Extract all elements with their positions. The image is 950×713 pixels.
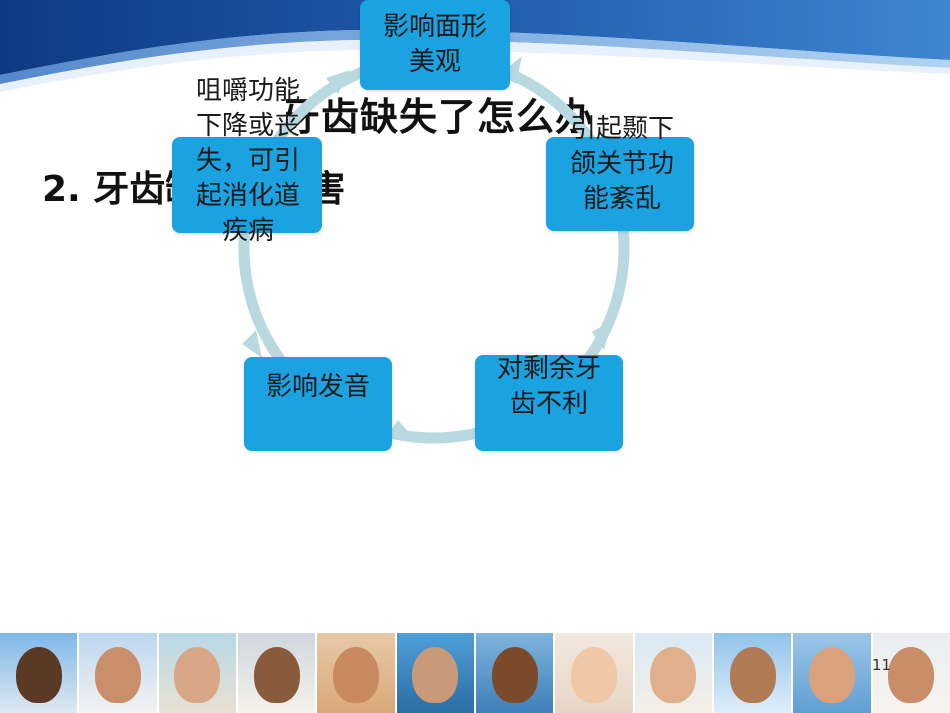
woman-smiling-photo	[872, 633, 950, 713]
cycle-node-bottom-left-label: 影响发音	[266, 372, 371, 402]
smiling-woman-photo	[158, 633, 236, 713]
page-number: 11	[872, 656, 892, 674]
group-photo	[317, 633, 395, 713]
man-photo	[237, 633, 316, 713]
cycle-node-right-label: 引起颞下颌关节功能紊乱	[570, 114, 675, 214]
children-photo	[634, 633, 712, 713]
women-photo	[793, 633, 871, 713]
cycle-node-bottom-right	[475, 355, 623, 451]
cycle-node-left-label: 咀嚼功能下降或丧失，可引起消化道疾病	[196, 76, 301, 246]
cycle-node-right	[546, 137, 694, 231]
cycle-node-left	[172, 137, 322, 233]
header-wave-banner	[0, 0, 950, 92]
family-photo	[713, 633, 792, 713]
cycle-node-bottom-right-label: 对剩余牙齿不利	[497, 354, 602, 419]
slide-title: 牙齿缺失了怎么办	[282, 95, 595, 139]
baby-photo	[555, 633, 633, 713]
cycle-node-bottom-left	[244, 357, 392, 451]
cycle-node-top-label: 影响面形美观	[382, 12, 487, 77]
footer-photo-strip	[0, 633, 950, 713]
boy-photo	[475, 633, 554, 713]
pool-photo	[396, 633, 474, 713]
graduate-photo	[0, 633, 78, 713]
skier-photo	[79, 633, 157, 713]
cycle-node-top	[360, 0, 510, 90]
